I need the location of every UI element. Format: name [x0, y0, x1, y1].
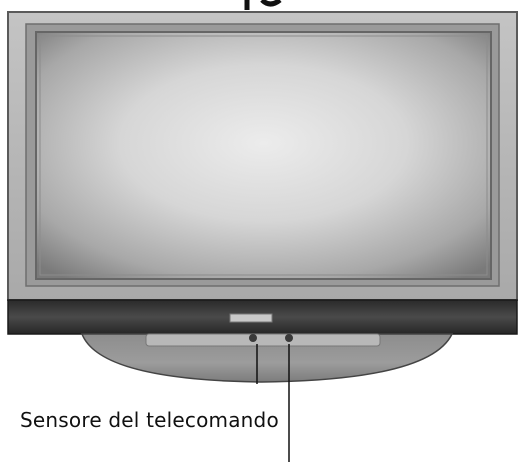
top-edge-mark	[244, 0, 282, 10]
power-indicator-icon	[285, 334, 293, 342]
control-strip	[145, 333, 381, 347]
remote-sensor-label: Sensore del telecomando	[20, 408, 279, 432]
tv-screen	[35, 31, 492, 280]
indicator-panel	[229, 313, 273, 323]
screen-inner-edge	[39, 35, 488, 276]
remote-sensor-icon	[249, 334, 257, 342]
